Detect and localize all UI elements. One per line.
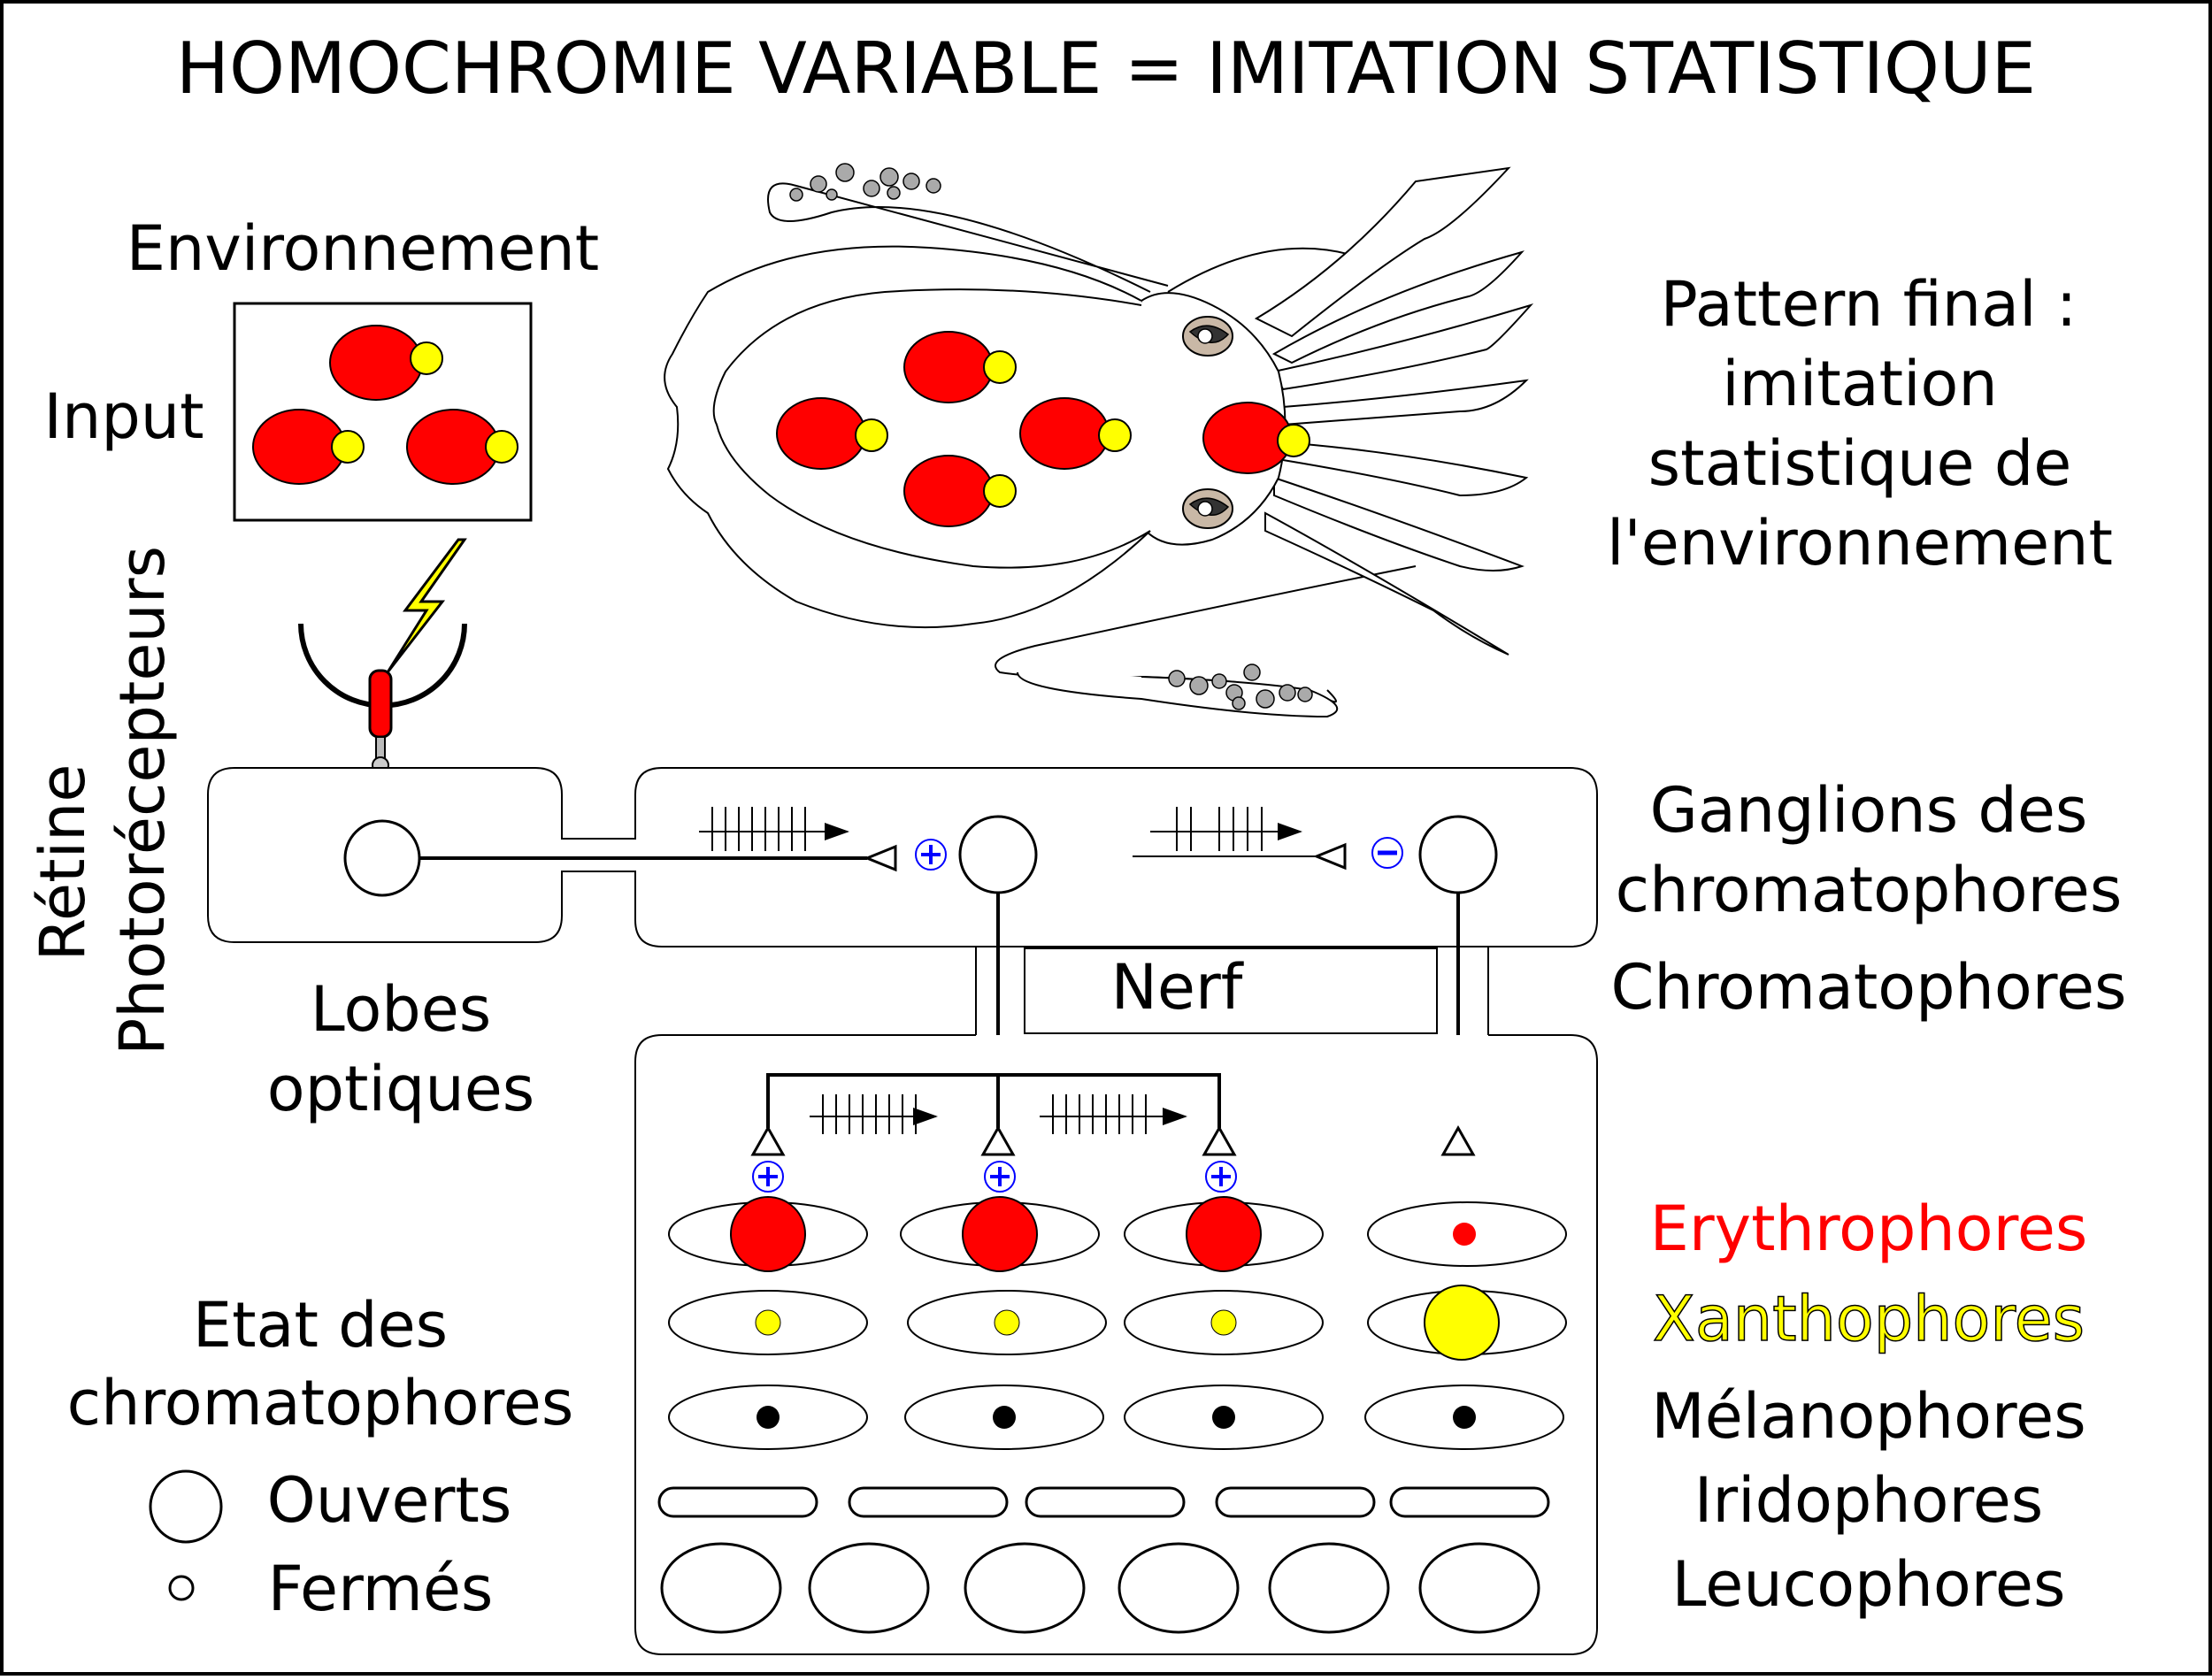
erythrophore-open [730, 1196, 806, 1272]
neuromuscular-terminal [1202, 1124, 1237, 1156]
xanthophore-closed [994, 1309, 1020, 1336]
chromatophores-label: Chromatophores [1610, 951, 2126, 1024]
spike-train-low [1133, 807, 1317, 857]
erythrophore-open [962, 1196, 1038, 1272]
xanthophore-closed [1210, 1309, 1237, 1336]
ganglion-neuron-inhibited [1418, 815, 1498, 894]
arm [1264, 511, 1509, 656]
arm [1282, 441, 1529, 497]
axon-branches [766, 1073, 1221, 1128]
photoreceptor-stalk [375, 736, 386, 760]
eye-icon [1182, 488, 1233, 529]
environnement-label: Environnement [127, 212, 599, 285]
environment-spots [252, 325, 518, 485]
optic-lobes-outline [207, 767, 1598, 947]
etat-label-line2: chromatophores [67, 1367, 574, 1439]
synapse-terminal [864, 844, 897, 872]
iridophores-label: Iridophores [1694, 1464, 2044, 1537]
xanthophores-label: Xanthophores [1653, 1283, 2085, 1355]
arm [1273, 476, 1525, 572]
arm [1254, 166, 1511, 338]
env-red-spot [329, 325, 423, 401]
nerf-label: Nerf [1111, 951, 1244, 1024]
iridophores-row [657, 1486, 1550, 1518]
melanophore-closed [1212, 1406, 1235, 1429]
photoreceptor [368, 669, 393, 739]
erythrophore-closed [1453, 1223, 1476, 1246]
legend-closed-icon [168, 1575, 195, 1601]
erythrophores-label: Erythrophores [1650, 1193, 2088, 1265]
input-label: Input [43, 380, 204, 453]
plus-sign-icon [984, 1161, 1016, 1193]
cuttlefish-mantle [712, 288, 1151, 569]
pattern-final-line1: Pattern final : [1661, 268, 2078, 341]
plus-sign-icon [915, 839, 947, 871]
legend-open-icon [149, 1469, 223, 1544]
leucophores-row [660, 1542, 1540, 1634]
xanthophore-closed [755, 1309, 781, 1336]
nerf-box [1024, 947, 1438, 1034]
cuttlefish-illustration [664, 163, 1534, 718]
fermes-label: Fermés [268, 1553, 494, 1625]
arm [1282, 379, 1529, 426]
etat-label-line1: Etat des [193, 1289, 448, 1362]
lightning-bolt-icon [386, 538, 467, 673]
erythrophore-open [1186, 1196, 1262, 1272]
melanophores-row [668, 1385, 1564, 1450]
melanophore-closed [1453, 1406, 1476, 1429]
plus-sign-icon [1205, 1161, 1237, 1193]
melanophore-closed [993, 1406, 1016, 1429]
spike-train-high [699, 807, 849, 851]
neuromuscular-terminal [750, 1124, 786, 1156]
minus-sign-icon [1371, 837, 1403, 869]
upper-tentacle [767, 182, 1169, 293]
spike-train-branch [810, 1094, 938, 1134]
ganglion-neuron-excitatory [958, 815, 1038, 894]
pattern-final-line4: l'environnement [1607, 507, 2113, 579]
lobes-label-line1: Lobes [311, 973, 492, 1046]
xanthophores-row [668, 1285, 1567, 1361]
spike-train-branch [1040, 1094, 1187, 1134]
photorecepteurs-label: Photorécepteurs [106, 546, 179, 1055]
pattern-final-line2: imitation [1722, 348, 1998, 420]
neuromuscular-terminal [1440, 1124, 1476, 1156]
lobes-label-line2: optiques [267, 1053, 535, 1125]
ouverts-label: Ouverts [267, 1464, 512, 1537]
retine-label: Rétine [27, 764, 99, 962]
ganglions-label-line2: chromatophores [1616, 854, 2123, 926]
erythrophores-row [668, 1196, 1567, 1272]
plus-sign-icon [752, 1161, 784, 1193]
body-spots [776, 331, 1310, 527]
synapse-terminal [1313, 842, 1347, 871]
env-yellow-spot [410, 341, 443, 375]
xanthophore-open [1424, 1285, 1500, 1361]
env-yellow-spot [331, 430, 365, 464]
eye-icon [1182, 316, 1233, 357]
neuromuscular-terminal [980, 1124, 1016, 1156]
arm [1271, 250, 1525, 364]
optic-neuron [343, 819, 421, 897]
page-title: HOMOCHROMIE VARIABLE = IMITATION STATIST… [176, 27, 2036, 110]
env-yellow-spot [485, 430, 518, 464]
melanophore-closed [757, 1406, 780, 1429]
melanophores-label: Mélanophores [1651, 1380, 2085, 1453]
leucophores-label: Leucophores [1672, 1548, 2066, 1621]
arm [1272, 303, 1534, 391]
ganglions-label-line1: Ganglions des [1650, 774, 2088, 847]
pattern-final-line3: statistique de [1648, 427, 2072, 500]
